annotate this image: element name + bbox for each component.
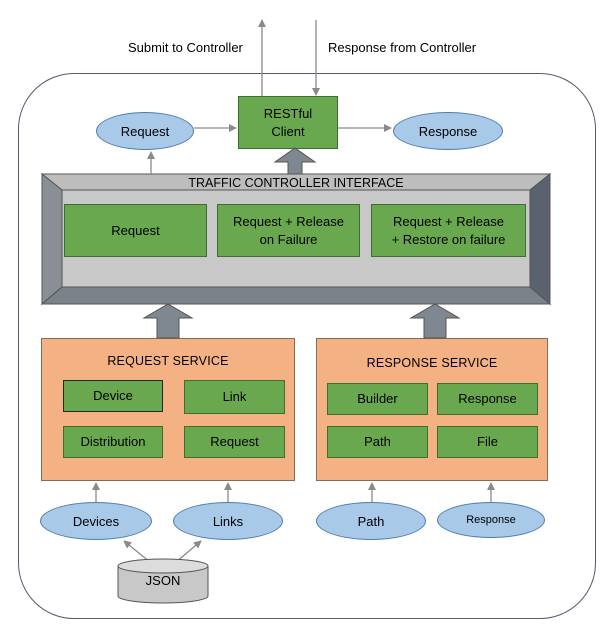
tci-box-2-line2: on Failure: [259, 231, 318, 247]
rs-device-box: Device: [63, 380, 163, 412]
restful-client-box: RESTful Client: [238, 96, 338, 149]
response-ellipse: Response: [393, 112, 503, 150]
response-input-label: Response: [466, 514, 516, 526]
rs-device-label: Device: [93, 388, 133, 403]
submit-to-controller-label: Submit to Controller: [128, 40, 243, 55]
response-input-ellipse: Response: [437, 502, 545, 538]
rs-request-box: Request: [184, 426, 285, 458]
request-ellipse-label: Request: [120, 123, 170, 139]
resp-response-box: Response: [437, 383, 538, 415]
request-service-title: REQUEST SERVICE: [107, 354, 229, 368]
resp-builder-label: Builder: [357, 391, 398, 406]
devices-label: Devices: [72, 513, 120, 529]
rs-distribution-box: Distribution: [63, 426, 163, 458]
rs-link-label: Link: [222, 389, 247, 404]
rs-request-label: Request: [210, 434, 259, 449]
tci-box-3-line2: + Restore on failure: [391, 231, 506, 247]
rs-distribution-label: Distribution: [80, 434, 146, 449]
tci-box-3-line1: Request + Release: [393, 213, 504, 229]
links-label: Links: [212, 513, 244, 529]
resp-response-label: Response: [458, 391, 517, 406]
resp-builder-box: Builder: [327, 383, 428, 415]
tci-title-wrap: TRAFFIC CONTROLLER INTERFACE: [42, 174, 550, 192]
tci-box-2-line1: Request + Release: [233, 213, 344, 229]
restful-client-line1: RESTful: [263, 105, 313, 121]
path-label: Path: [357, 513, 385, 529]
response-ellipse-label: Response: [418, 123, 478, 139]
restful-client-line2: Client: [271, 123, 305, 139]
path-ellipse: Path: [316, 502, 426, 540]
resp-file-box: File: [437, 426, 538, 458]
devices-ellipse: Devices: [40, 502, 152, 540]
system-boundary: [18, 73, 596, 619]
rs-link-box: Link: [184, 380, 285, 414]
response-from-controller-label: Response from Controller: [328, 40, 477, 55]
links-ellipse: Links: [173, 502, 283, 540]
tci-box-request-release-restore: Request + Release + Restore on failure: [371, 204, 526, 257]
json-label: JSON: [145, 573, 181, 588]
tci-box-request-release: Request + Release on Failure: [217, 204, 360, 257]
request-ellipse: Request: [96, 112, 194, 150]
resp-path-box: Path: [327, 426, 428, 458]
resp-file-label: File: [477, 434, 498, 449]
tci-title: TRAFFIC CONTROLLER INTERFACE: [188, 176, 404, 190]
response-service-title: RESPONSE SERVICE: [366, 356, 498, 370]
tci-box-request: Request: [64, 204, 207, 257]
tci-box-1-line1: Request: [111, 222, 160, 238]
resp-path-label: Path: [364, 434, 391, 449]
